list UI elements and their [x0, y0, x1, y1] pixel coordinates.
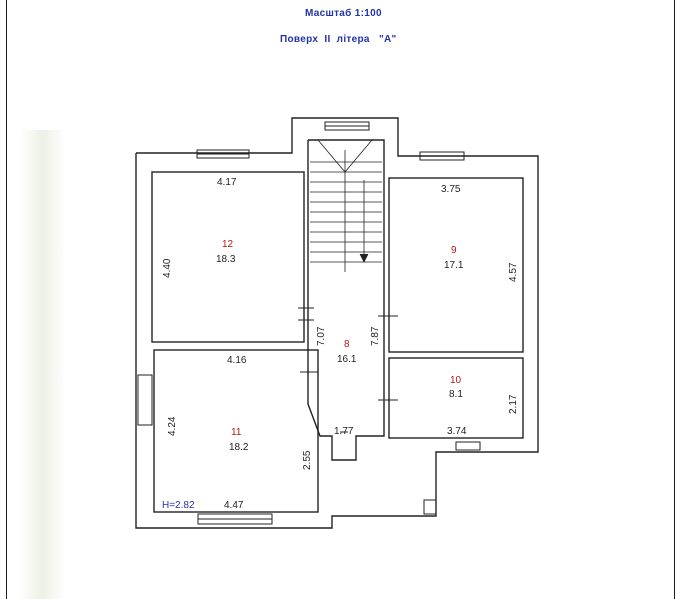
- room-11-depth: 4.24: [167, 416, 178, 436]
- scale-label: Масштаб 1:100: [305, 8, 382, 19]
- room-9-area: 17.1: [444, 260, 464, 271]
- room-11-number: 11: [231, 427, 242, 438]
- room-12-number: 12: [222, 239, 234, 250]
- room-11-area: 18.2: [229, 442, 249, 453]
- room-12-area: 18.3: [216, 254, 236, 265]
- room-8-door-width: 1.77: [334, 426, 354, 437]
- room-9-width: 3.75: [441, 184, 461, 195]
- wall-room-12: [151, 171, 305, 343]
- room-11-width-bottom: 4.47: [224, 500, 244, 511]
- wall-room-9: [388, 177, 524, 353]
- room-8-area: 16.1: [337, 354, 357, 365]
- ceiling-height: H=2.82: [162, 500, 195, 511]
- outer-wall: [135, 117, 539, 529]
- room-10-area: 8.1: [449, 389, 463, 400]
- room-10-width: 3.74: [447, 426, 467, 437]
- wall-room-8: [307, 139, 385, 461]
- room-10-number: 10: [450, 375, 462, 386]
- room-8-depth-left: 7.07: [316, 326, 327, 346]
- room-12-width: 4.17: [217, 177, 237, 188]
- room-9-number: 9: [451, 245, 457, 256]
- room-12-depth: 4.40: [162, 258, 173, 278]
- room-8-depth-right: 7.87: [370, 326, 381, 346]
- room-11-width-top: 4.16: [227, 355, 247, 366]
- room-9-depth: 4.57: [508, 262, 519, 282]
- scan-artifact: [20, 130, 65, 599]
- room-10-depth: 2.17: [508, 394, 519, 414]
- room-11-depth-small: 2.55: [302, 450, 313, 470]
- floor-label: Поверх II літера "А": [280, 34, 397, 45]
- room-8-number: 8: [344, 339, 350, 350]
- page-border: [6, 0, 675, 599]
- wall-room-10: [388, 357, 524, 439]
